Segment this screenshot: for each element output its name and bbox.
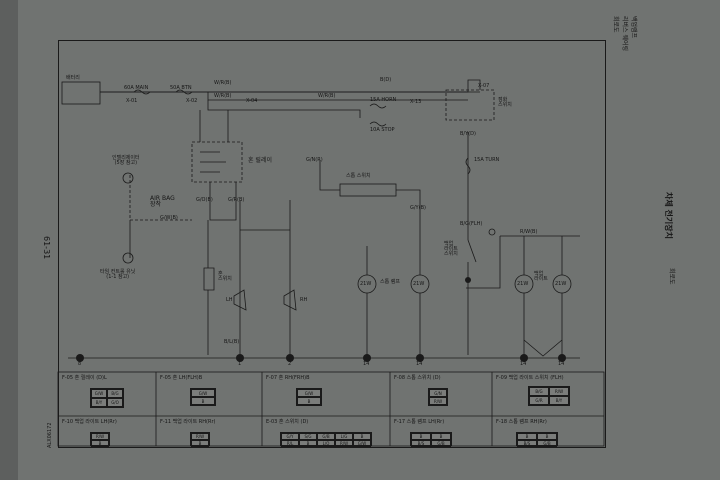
wire-wr-1: W/R(B) [214,80,232,86]
wire-wr-2: W/R(B) [214,93,232,99]
wire-bl: B/L(B) [224,339,240,345]
connector-label: E-03 혼 스위치 (D) [266,419,309,425]
wire-b: B(D) [380,77,392,83]
bulb-21w-c: 21W [517,281,529,287]
ground-num: 8 [78,361,82,367]
horn-lh-label: LH [226,297,233,303]
connector-label: F-07 혼 RH(FRH)B [266,375,310,381]
connector-label: F-05 혼 릴레이 (D)L [62,375,107,381]
ground-num: 14 [416,361,423,367]
stop-switch-label: 스톱 스위치 [346,173,371,179]
conn-x13: X-13 [410,99,422,105]
wire-wr-3: W/R(B) [318,93,336,99]
wire-rw: R/W(B) [520,229,538,235]
wire-bg: B/G(FLH) [460,221,483,227]
connector-label: F-17 스톱 램프 LH(Rr) [394,419,445,425]
ground-num: 2 [288,361,292,367]
wire-by: B/Y(D) [460,131,476,137]
connector-label: F-05 혼 LH(FLH)B [160,375,203,381]
timing-unit-label: 타임 컨트롤 유닛 (1-1 참고) [100,269,136,280]
airbag-label: AIR BAG 장착 [150,195,175,208]
stop-lamp-label: 스톱 램프 [380,279,400,285]
battery-box [61,81,101,105]
ground-num: 14 [363,361,370,367]
bulb-21w-d: 21W [555,281,567,287]
conn-x04: X-04 [246,98,258,104]
ignition-switch-label: 점화 스위치 [498,97,512,108]
horn-rh-label: RH [300,297,308,303]
bulb-21w-b: 21W [413,281,425,287]
horn-switch-label: 혼 스위치 [218,271,232,282]
connector-label: F-08 스톱 스위치 (D) [394,375,441,381]
diagram-frame [58,40,606,448]
connector-label: F-10 백업 라이트 LH(Rr) [62,419,117,425]
wire-gy: G/Y(B) [410,205,426,211]
fuse-stop-label: 10A STOP [370,127,395,133]
conn-x01: X-01 [126,98,138,104]
wire-gw: G/W(B) [160,215,178,221]
backup-lamp-label: 백업 라이트 [534,271,548,282]
conn-x02: X-02 [186,98,198,104]
battery-label: 배터리 [66,75,80,81]
conn-x07: X-07 [478,83,490,89]
wire-gnr: G/N(R) [306,157,323,163]
connector-label: F-18 스톱 램프 RH(Rr) [496,419,547,425]
ground-num: 14 [520,361,527,367]
horn-relay-label: 혼 릴레이 [248,157,272,164]
inter-fuse-label: 인텔리제이터 (5장 참고) [112,155,140,166]
manual-sheet [18,0,720,480]
ground-num: 1 [238,361,242,367]
fuse-horn-label: 15A HORN [370,97,397,103]
bulb-21w-a: 21W [360,281,372,287]
fuse-turn-label: 15A TURN [474,157,500,163]
ground-num: 14 [558,361,565,367]
connector-label: F-11 백업 라이트 RH(Rr) [160,419,216,425]
wire-gob: G/O(B) [196,197,213,203]
fuse-btn-label: 50A BTN [170,85,192,91]
backup-switch-label: 백업 라이트 스위치 [444,241,458,257]
wire-gr: G/R(B) [228,197,245,203]
fuse-main-label: 60A MAIN [124,85,149,91]
connector-label: F-09 백업 라이트 스위치 (FLH) [496,375,564,381]
